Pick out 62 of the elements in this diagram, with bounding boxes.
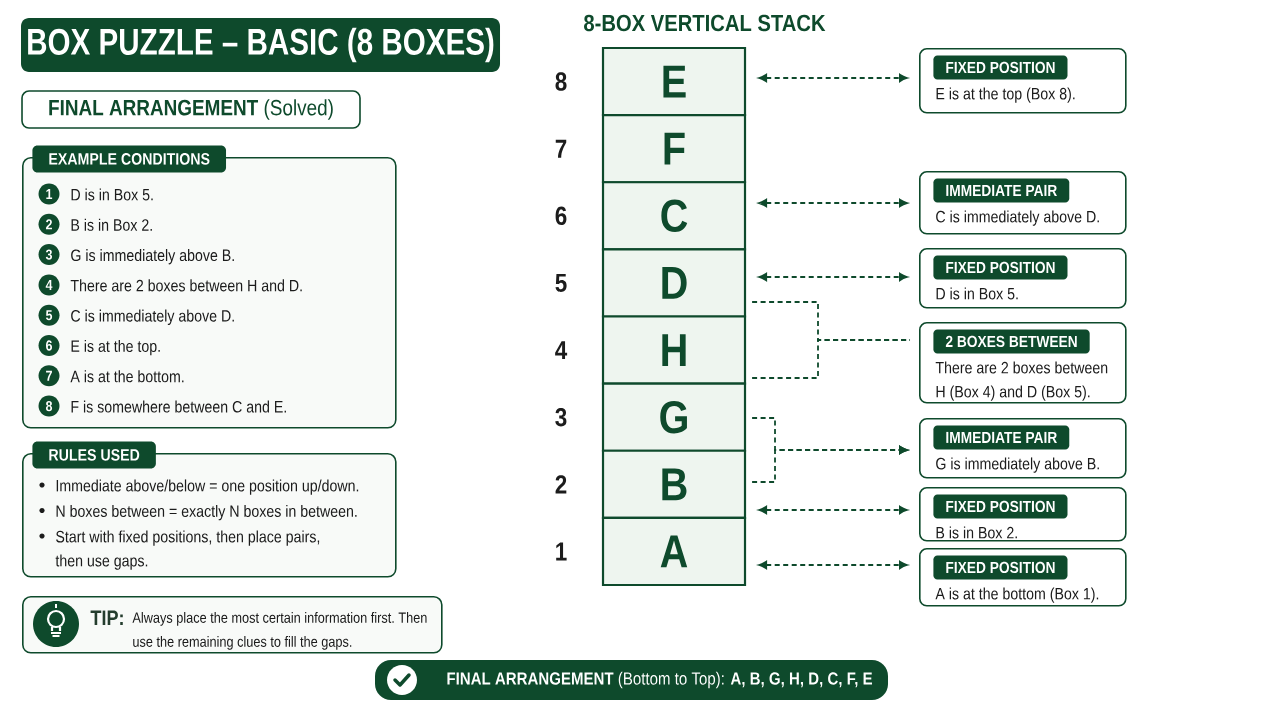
stack-cell: H [601, 315, 747, 385]
tip-label: TIP: [90, 610, 123, 625]
callout-text: E is at the top (Box 8). [936, 87, 1075, 103]
subheading-box: FINAL ARRANGEMENT (Solved) [21, 90, 361, 129]
condition-text: E is at the top. [71, 339, 160, 356]
arrow [758, 505, 908, 515]
row-number: 4 [555, 341, 568, 359]
condition-text: B is in Box 2. [71, 218, 152, 231]
category-tag: FIXED POSITION [933, 55, 1068, 80]
stack-cell: B [601, 449, 747, 519]
row-number: 6 [555, 206, 567, 225]
category-tag: IMMEDIATE PAIR [933, 178, 1070, 203]
condition-text: F is somewhere between C and E. [71, 400, 286, 413]
callout-text: B is in Box 2. [936, 526, 1017, 539]
tip-text: Always place the most certain information first. Then use the remaining clues to fill the gaps. [132, 612, 427, 650]
heading-tab: RULES USED [32, 441, 156, 469]
stack-cell: A [601, 516, 747, 587]
condition-text: G is immediately above B. [71, 249, 234, 265]
result-banner: FINAL ARRANGEMENT (Bottom to Top): A, B, G, H, D, C, F, E [375, 660, 888, 700]
category-tag: FIXED POSITION [933, 255, 1068, 280]
rule-text: Start with fixed positions, then place pairs, then use gaps. [55, 530, 320, 570]
number-badge: 4 [38, 274, 60, 296]
number-badge: 1 [38, 183, 60, 205]
row-number: 2 [555, 475, 567, 494]
category-tag: IMMEDIATE PAIR [933, 425, 1070, 450]
stack-cell: D [601, 248, 747, 318]
arrow [758, 73, 908, 83]
rule-text: N boxes between = exactly N boxes in between. [56, 504, 357, 521]
row-number: 5 [555, 273, 567, 292]
heading-tab: EXAMPLE CONDITIONS [32, 145, 227, 173]
stack-cell: F [601, 114, 747, 184]
stack-cell: E [601, 46, 747, 117]
category-tag: FIXED POSITION [933, 494, 1068, 519]
callout-text: D is in Box 5. [936, 287, 1018, 300]
arrow [758, 198, 908, 208]
stack-cell: G [601, 382, 747, 452]
number-badge: 6 [38, 335, 60, 356]
condition-text: C is immediately above D. [71, 309, 234, 325]
number-badge: 8 [38, 395, 60, 417]
row-number: 8 [555, 72, 567, 91]
stack-cell: C [601, 181, 747, 251]
condition-text: There are 2 boxes between H and D. [70, 279, 302, 292]
category-tag: FIXED POSITION [933, 555, 1068, 580]
row-number: 7 [555, 139, 567, 158]
number-badge: 2 [38, 213, 60, 235]
row-number: 1 [556, 542, 567, 561]
arrow [758, 272, 908, 282]
callout-text: There are 2 boxes between H (Box 4) and D (Box 5). [935, 361, 1108, 401]
callout-text: A is at the bottom (Box 1). [935, 587, 1099, 603]
row-number: 3 [555, 407, 567, 427]
number-badge: 3 [38, 244, 60, 266]
category-tag: 2 BOXES BETWEEN [933, 329, 1090, 354]
condition-text: A is at the bottom. [70, 370, 184, 383]
condition-text: D is in Box 5. [71, 188, 153, 201]
arrow [758, 560, 908, 570]
bracket-connector [751, 445, 908, 483]
rule-text: Immediate above/below = one position up/down. [56, 479, 359, 495]
number-badge: 7 [38, 365, 60, 387]
title-banner: BOX PUZZLE – BASIC (8 BOXES) [21, 18, 500, 72]
callout-text: G is immediately above B. [936, 457, 1099, 473]
number-badge: 5 [38, 304, 60, 326]
callout-text: C is immediately above D. [936, 210, 1099, 226]
